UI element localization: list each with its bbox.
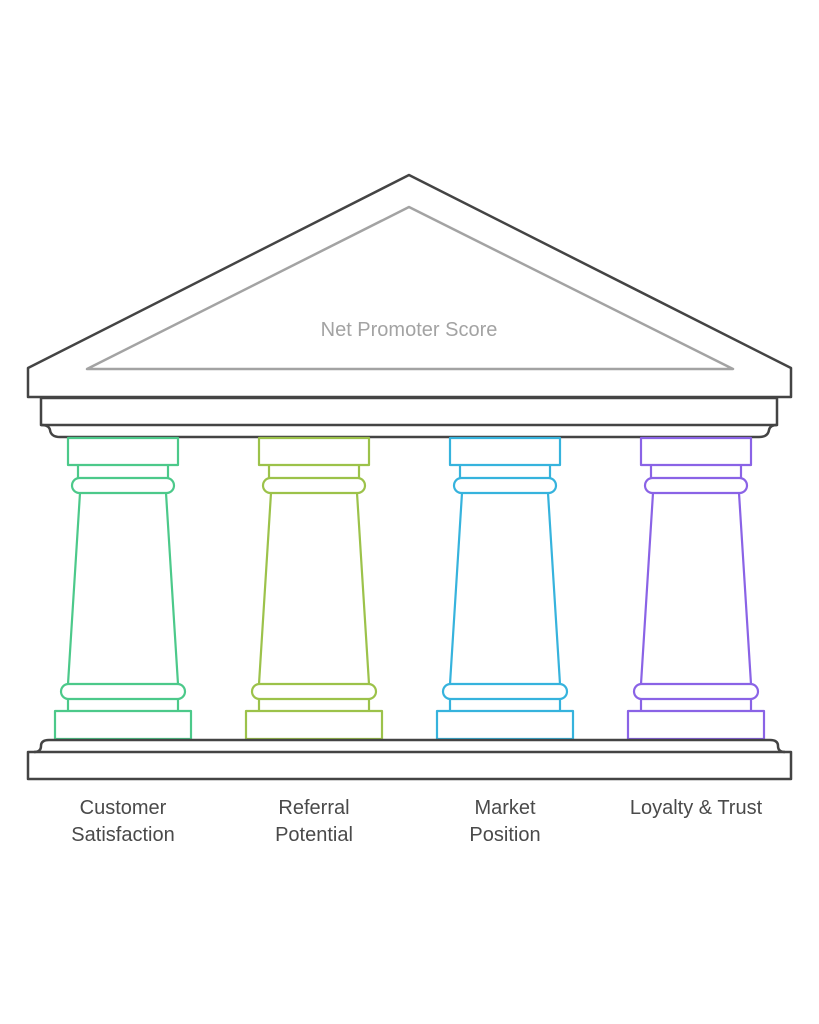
pillar-upper-ring xyxy=(261,476,367,495)
pillar-base xyxy=(626,709,766,741)
pillar-label: Loyalty & Trust xyxy=(630,797,763,819)
pillar-capital xyxy=(448,436,562,467)
pillar xyxy=(244,436,384,741)
roof xyxy=(26,173,793,399)
pillar-label-line: Satisfaction xyxy=(71,824,174,846)
roof-outer xyxy=(26,173,793,399)
pillar xyxy=(53,436,193,741)
pillar-lower-ring xyxy=(632,682,760,701)
pillar-label-line: Position xyxy=(469,824,540,846)
base xyxy=(26,738,793,781)
pillar-neck xyxy=(649,465,743,478)
roof-inner-triangle xyxy=(85,205,735,371)
pillar-base-neck xyxy=(257,699,371,711)
pillar-label-line: Loyalty & Trust xyxy=(630,797,763,819)
pillar-base-neck xyxy=(66,699,180,711)
pillar-upper-ring xyxy=(70,476,176,495)
pillar-base xyxy=(435,709,575,741)
pillar-base-neck xyxy=(448,699,562,711)
pillar-label-line: Potential xyxy=(275,824,353,846)
pillar-capital xyxy=(66,436,180,467)
pillar-base-neck xyxy=(639,699,753,711)
beam-cap xyxy=(40,423,778,439)
entablature xyxy=(39,396,779,439)
pillar-label-line: Market xyxy=(474,797,536,819)
pillar-shaft xyxy=(639,492,753,685)
pillar-shaft xyxy=(448,492,562,685)
pillar-lower-ring xyxy=(59,682,187,701)
pillar-capital xyxy=(257,436,371,467)
pillar-upper-ring xyxy=(643,476,749,495)
pillar-lower-ring xyxy=(250,682,378,701)
pillar xyxy=(435,436,575,741)
pillar-capital xyxy=(639,436,753,467)
pillars xyxy=(53,436,766,741)
base-step xyxy=(33,738,786,754)
pillar-base xyxy=(244,709,384,741)
pillar-neck xyxy=(76,465,170,478)
pillar-lower-ring xyxy=(441,682,569,701)
pillar-upper-ring xyxy=(452,476,558,495)
pillar-shaft xyxy=(257,492,371,685)
diagram-title: Net Promoter Score xyxy=(321,319,498,341)
pillar-shaft xyxy=(66,492,180,685)
pillar-base xyxy=(53,709,193,741)
pillar-neck xyxy=(267,465,361,478)
beam xyxy=(39,396,779,427)
pillar-label-line: Customer xyxy=(80,797,167,819)
base-slab xyxy=(26,750,793,781)
pillar-label-line: Referral xyxy=(278,797,349,819)
pillar-neck xyxy=(458,465,552,478)
pillar xyxy=(626,436,766,741)
